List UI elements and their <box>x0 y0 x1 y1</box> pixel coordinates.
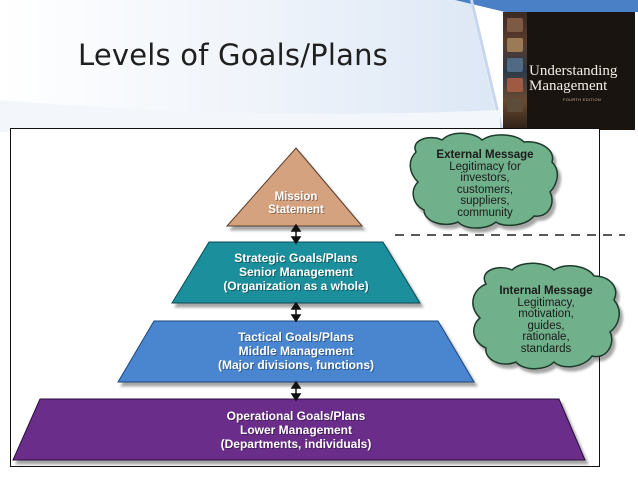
level-tactical <box>117 320 475 383</box>
external-message-text: External Message Legitimacy for investor… <box>410 149 560 219</box>
external-message-cloud <box>409 132 559 229</box>
strategic-label: Strategic Goals/Plans Senior Management … <box>223 251 369 293</box>
book-title: Understanding Management <box>529 63 618 94</box>
level-strategic <box>171 241 421 304</box>
tactical-label: Tactical Goals/Plans Middle Management (… <box>217 330 374 372</box>
slide-title: Levels of Goals/Plans <box>78 38 388 72</box>
book-spine-photos <box>503 12 527 130</box>
internal-message-cloud <box>472 262 620 370</box>
internal-message-heading: Internal Message <box>499 285 593 297</box>
external-message-heading: External Message <box>436 149 534 161</box>
book-cover-image: Understanding Management FOURTH EDITION <box>503 12 635 130</box>
level-operational <box>12 398 586 461</box>
mission-label: Mission Statement <box>268 191 324 216</box>
internal-message-text: Internal Message Legitimacy, motivation,… <box>472 285 620 355</box>
operational-label: Operational Goals/Plans Lower Management… <box>220 409 372 451</box>
connector-arrows <box>290 223 302 402</box>
book-edition: FOURTH EDITION <box>563 97 602 102</box>
